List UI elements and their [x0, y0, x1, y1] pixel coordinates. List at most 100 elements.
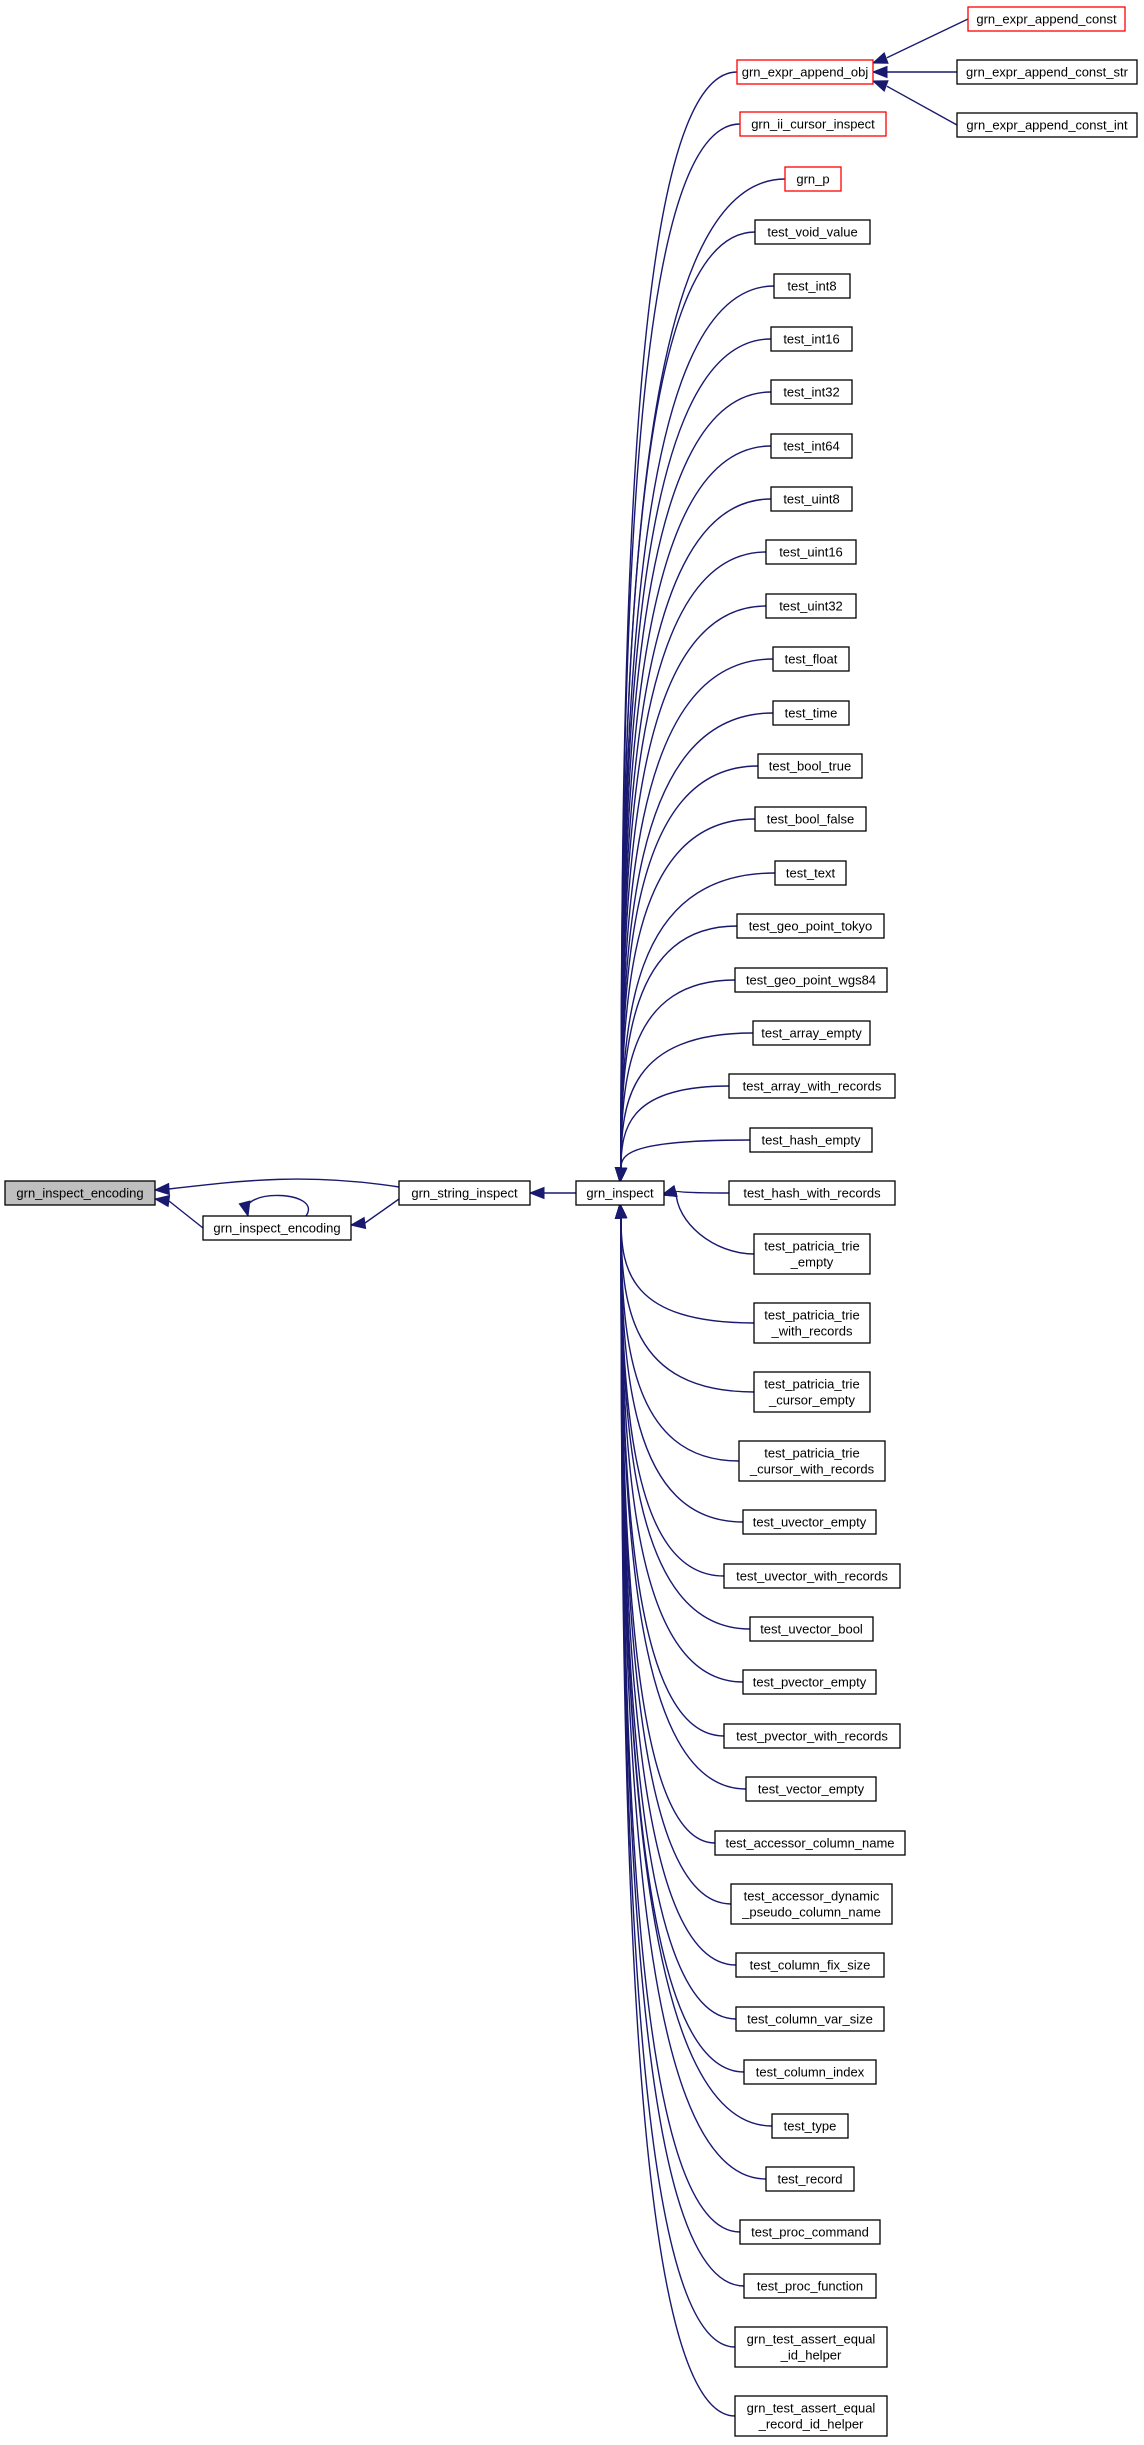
node-label: test_patricia_trie	[764, 1446, 859, 1461]
node-box	[749, 1127, 873, 1153]
node-strinsp[interactable]: grn_string_inspect	[398, 1180, 531, 1206]
node-enc2[interactable]: grn_inspect_encoding	[202, 1215, 352, 1241]
node-t-array-empty[interactable]: test_array_empty	[752, 1020, 871, 1046]
node-t-pat-cur-empty[interactable]: test_patricia_trie_cursor_empty	[753, 1371, 871, 1413]
node-t-uvec-records[interactable]: test_uvector_with_records	[723, 1563, 901, 1589]
node-t-record[interactable]: test_record	[765, 2166, 855, 2192]
node-append-const[interactable]: grn_expr_append_const	[967, 6, 1126, 32]
node-label: test_uint8	[783, 492, 839, 507]
node-t-col-var[interactable]: test_column_var_size	[735, 2006, 885, 2032]
node-box	[753, 1233, 871, 1275]
node-t-vec-empty[interactable]: test_vector_empty	[745, 1776, 877, 1802]
node-t-float[interactable]: test_float	[772, 646, 850, 672]
node-label: _pseudo_column_name	[741, 1905, 881, 1920]
node-append-obj[interactable]: grn_expr_append_obj	[736, 59, 874, 85]
node-t-type[interactable]: test_type	[771, 2113, 849, 2139]
node-label: grn_inspect_encoding	[213, 1221, 340, 1236]
node-t-uint16[interactable]: test_uint16	[765, 539, 857, 565]
node-t-bool-false[interactable]: test_bool_false	[754, 806, 867, 832]
node-box	[784, 166, 842, 192]
node-t-uint32[interactable]: test_uint32	[765, 593, 857, 619]
node-t-acc-col[interactable]: test_accessor_column_name	[714, 1830, 906, 1856]
node-t-hash-empty[interactable]: test_hash_empty	[749, 1127, 873, 1153]
node-label: grn_inspect	[586, 1186, 654, 1201]
node-t-pvec-records[interactable]: test_pvector_with_records	[723, 1723, 901, 1749]
edge-t-pat-cur-empty-to-inspect	[614, 1202, 755, 1393]
node-t-geo-tokyo[interactable]: test_geo_point_tokyo	[736, 913, 885, 939]
node-label: _empty	[790, 1255, 834, 1270]
node-grn-p[interactable]: grn_p	[784, 166, 842, 192]
node-box	[738, 1440, 886, 1482]
node-label: test_accessor_dynamic	[744, 1889, 880, 1904]
node-t-hash-records[interactable]: test_hash_with_records	[728, 1180, 896, 1206]
node-box	[730, 1883, 893, 1925]
node-t-int32[interactable]: test_int32	[770, 379, 853, 405]
node-t-col-fix[interactable]: test_column_fix_size	[735, 1952, 885, 1978]
node-t-void-value[interactable]: test_void_value	[754, 219, 871, 245]
node-t-text[interactable]: test_text	[774, 860, 847, 886]
node-label: test_patricia_trie	[764, 1377, 859, 1392]
edge-t-uvec-empty-to-inspect	[614, 1202, 744, 1523]
node-focus[interactable]: grn_inspect_encoding	[4, 1180, 156, 1206]
edge-arrowhead	[238, 1200, 251, 1218]
edge-line	[620, 925, 738, 1169]
node-label: test_int64	[783, 439, 839, 454]
node-label: test_hash_with_records	[743, 1186, 881, 1201]
node-box	[770, 326, 853, 352]
nodes-layer: grn_inspect_encoding grn_inspect_encoding…	[4, 6, 1138, 2437]
node-t-geo-wgs84[interactable]: test_geo_point_wgs84	[734, 967, 888, 993]
edges-layer	[153, 18, 969, 2417]
node-t-bool-true[interactable]: test_bool_true	[757, 753, 863, 779]
node-t-int16[interactable]: test_int16	[770, 326, 853, 352]
edge-line	[620, 123, 741, 1169]
edge-arrowhead	[614, 1202, 628, 1219]
edge-line	[620, 712, 774, 1169]
edge-t-hash-empty-to-inspect	[614, 1139, 751, 1184]
node-t-pat-empty[interactable]: test_patricia_trie_empty	[753, 1233, 871, 1275]
node-t-proc-cmd[interactable]: test_proc_command	[739, 2219, 881, 2245]
node-label: test_pvector_empty	[753, 1675, 867, 1690]
edge-line	[620, 178, 786, 1169]
node-box	[739, 2219, 881, 2245]
node-ii-cursor[interactable]: grn_ii_cursor_inspect	[739, 111, 887, 137]
node-box	[749, 1616, 874, 1642]
edge-line	[675, 1190, 730, 1194]
node-box	[772, 700, 850, 726]
node-t-pat-records[interactable]: test_patricia_trie_with_records	[753, 1302, 871, 1344]
node-append-const-int[interactable]: grn_expr_append_const_int	[956, 112, 1138, 138]
node-label: _id_helper	[780, 2348, 842, 2363]
node-t-assert-rec[interactable]: grn_test_assert_equal_record_id_helper	[734, 2395, 888, 2437]
edge-line	[620, 1217, 736, 2417]
edge-line	[886, 85, 958, 126]
node-t-col-index[interactable]: test_column_index	[743, 2059, 877, 2085]
node-box	[398, 1180, 531, 1206]
edge-line	[620, 1217, 755, 1324]
node-label: test_type	[784, 2119, 837, 2134]
edge-line	[620, 338, 772, 1169]
edge-t-array-records-to-inspect	[614, 1085, 730, 1184]
node-t-proc-fn[interactable]: test_proc_function	[743, 2273, 877, 2299]
node-box	[734, 967, 888, 993]
node-t-uint8[interactable]: test_uint8	[770, 486, 853, 512]
node-t-assert-id[interactable]: grn_test_assert_equal_id_helper	[734, 2326, 888, 2368]
node-t-int8[interactable]: test_int8	[773, 273, 851, 299]
node-t-uvec-bool[interactable]: test_uvector_bool	[749, 1616, 874, 1642]
node-t-int64[interactable]: test_int64	[770, 433, 853, 459]
node-label: test_column_fix_size	[750, 1958, 871, 1973]
node-box	[956, 59, 1138, 85]
node-t-time[interactable]: test_time	[772, 700, 850, 726]
node-label: grn_test_assert_equal	[747, 2401, 876, 2416]
node-t-pat-cur-records[interactable]: test_patricia_trie_cursor_with_records	[738, 1440, 886, 1482]
node-label: grn_expr_append_const	[976, 12, 1117, 27]
node-label: test_text	[786, 866, 836, 881]
node-t-acc-dyn[interactable]: test_accessor_dynamic_pseudo_column_name	[730, 1883, 893, 1925]
node-label: grn_expr_append_obj	[742, 65, 869, 80]
edge-arrowhead	[614, 1167, 628, 1184]
node-label: _record_id_helper	[758, 2417, 864, 2432]
node-t-uvec-empty[interactable]: test_uvector_empty	[742, 1509, 877, 1535]
node-inspect[interactable]: grn_inspect	[575, 1180, 665, 1206]
node-append-const-str[interactable]: grn_expr_append_const_str	[956, 59, 1138, 85]
node-t-pvec-empty[interactable]: test_pvector_empty	[742, 1669, 877, 1695]
node-t-array-records[interactable]: test_array_with_records	[728, 1073, 896, 1099]
node-label: test_hash_empty	[761, 1133, 861, 1148]
